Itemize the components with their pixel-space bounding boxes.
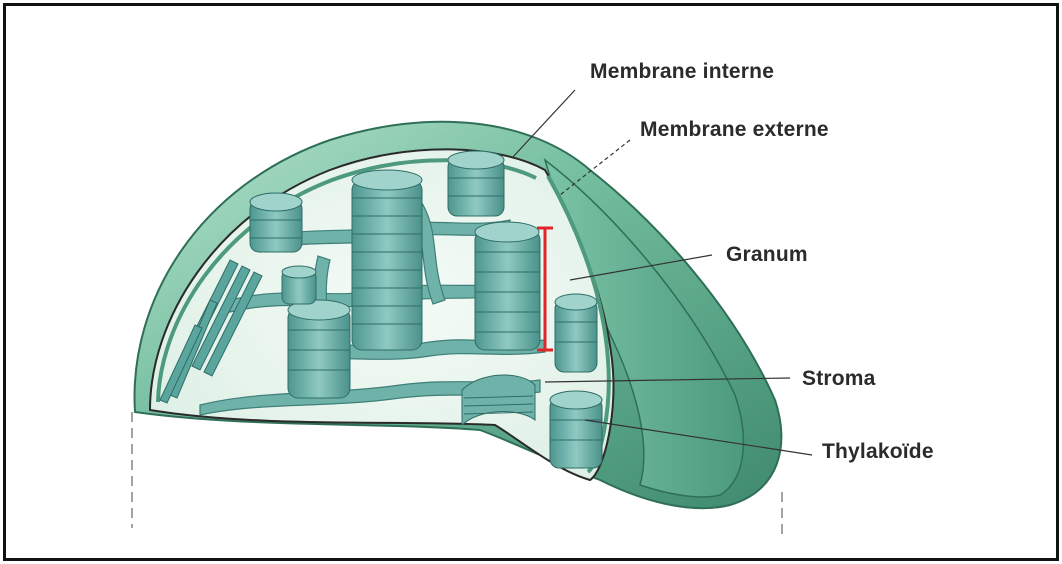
granum-stack — [555, 294, 597, 372]
label-membrane-externe: Membrane externe — [640, 118, 829, 142]
label-membrane-interne: Membrane interne — [590, 60, 774, 84]
granum-stack — [550, 391, 602, 468]
label-granum: Granum — [726, 243, 808, 267]
label-stroma: Stroma — [802, 367, 876, 391]
granum-stack — [250, 193, 302, 252]
granum-stack — [282, 266, 316, 304]
granum-stack — [352, 170, 422, 350]
label-thylakoide: Thylakoïde — [822, 440, 934, 464]
granum-stack — [448, 151, 504, 216]
granum-stack — [288, 300, 350, 398]
granum-stack — [475, 222, 540, 350]
